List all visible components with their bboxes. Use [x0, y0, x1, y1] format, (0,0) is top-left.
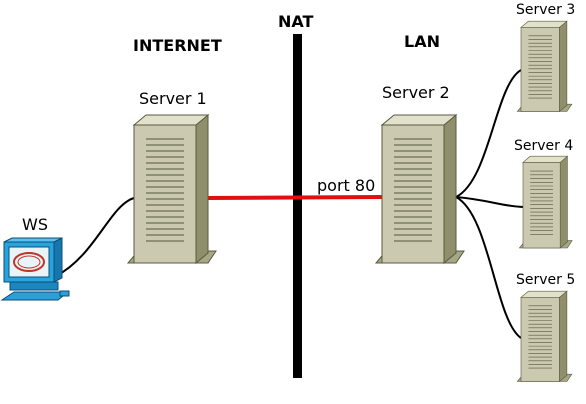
ws-label: WS — [22, 215, 48, 234]
link-server2-server5 — [455, 196, 522, 339]
server3-label: Server 3 — [516, 2, 575, 18]
server1-label: Server 1 — [139, 89, 207, 108]
nat-label: NAT — [278, 12, 314, 31]
internet-zone-label: INTERNET — [133, 36, 222, 55]
link-ws-server1 — [55, 197, 135, 277]
server4-label: Server 4 — [514, 138, 573, 154]
server3-icon — [516, 20, 573, 112]
workstation-icon — [0, 237, 70, 301]
port-label: port 80 — [317, 176, 375, 195]
lan-zone-label: LAN — [404, 32, 440, 51]
nat-barrier — [293, 34, 302, 378]
server2-label: Server 2 — [382, 83, 450, 102]
server4-icon — [519, 155, 573, 249]
link-server1-server2 — [206, 195, 384, 200]
server2-icon — [375, 114, 465, 264]
server1-icon — [127, 114, 217, 264]
server5-icon — [516, 290, 573, 382]
link-server2-server4 — [455, 196, 524, 208]
link-server2-server3 — [455, 69, 522, 198]
server5-label: Server 5 — [516, 272, 575, 288]
